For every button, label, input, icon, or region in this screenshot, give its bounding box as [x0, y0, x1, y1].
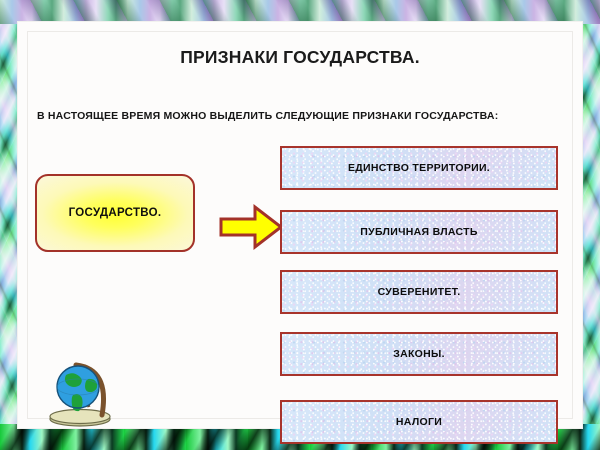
feature-box-label: ЕДИНСТВО ТЕРРИТОРИИ.	[347, 162, 491, 174]
feature-box-4[interactable]: ЗАКОНЫ.	[280, 332, 558, 376]
feature-box-label: ЗАКОНЫ.	[393, 348, 445, 360]
feature-box-label: НАЛОГИ	[395, 416, 443, 428]
feature-box-1[interactable]: ЕДИНСТВО ТЕРРИТОРИИ.	[280, 146, 558, 190]
feature-box-3[interactable]: СУВЕРЕНИТЕТ.	[280, 270, 558, 314]
right-arrow-icon	[217, 202, 285, 252]
feature-box-label: ПУБЛИЧНАЯ ВЛАСТЬ	[360, 226, 478, 238]
state-box[interactable]: ГОСУДАРСТВО.	[35, 174, 195, 252]
feature-box-5[interactable]: НАЛОГИ	[280, 400, 558, 444]
intro-paragraph: В НАСТОЯЩЕЕ ВРЕМЯ МОЖНО ВЫДЕЛИТЬ СЛЕДУЮЩ…	[37, 110, 499, 122]
state-box-label: ГОСУДАРСТВО.	[68, 207, 162, 219]
decorative-gem-border-top	[0, 0, 600, 24]
globe-on-stand-icon	[40, 357, 122, 429]
feature-box-2[interactable]: ПУБЛИЧНАЯ ВЛАСТЬ	[280, 210, 558, 254]
slide-title: ПРИЗНАКИ ГОСУДАРСТВА.	[180, 47, 420, 67]
feature-box-label: СУВЕРЕНИТЕТ.	[377, 286, 461, 298]
